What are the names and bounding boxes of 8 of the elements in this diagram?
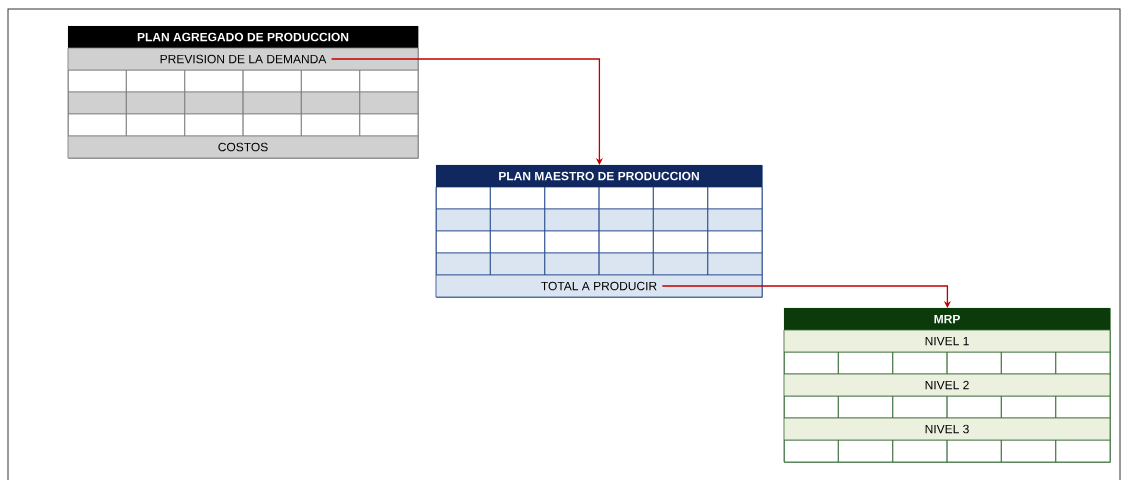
table-row: TOTAL A PRODUCIR: [435, 274, 763, 298]
arrow: [330, 58, 603, 165]
table-row: NIVEL 3: [783, 417, 1111, 441]
table-row: NIVEL 2: [783, 373, 1111, 397]
table-row: NIVEL 1: [783, 329, 1111, 353]
table-row: COSTOS: [67, 135, 419, 159]
table-row: PREVISION DE LA DEMANDA: [67, 47, 419, 71]
arrow: [661, 285, 951, 308]
